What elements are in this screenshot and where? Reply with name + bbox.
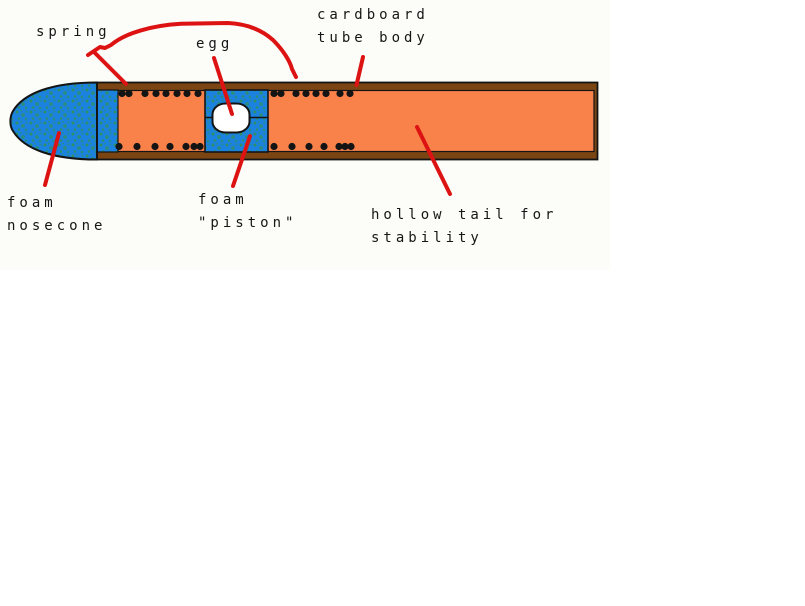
cardboard-tube-body-label: cardboard tube body [317,7,429,46]
spring-coil-dot [194,89,202,98]
spring-coil-dot [190,142,198,151]
spring-coil-dot [302,89,310,98]
tube-pointer-line [354,55,365,87]
spring-coil-dot [292,89,300,98]
tube-hollow-interior [98,89,595,153]
spring-pointer-line [92,50,128,86]
egg-shape [211,102,251,134]
spring-coil-dot [322,89,330,98]
spring-coil-dot [118,89,126,98]
spring-coil-dot [312,89,320,98]
spring-coil-dot [125,89,133,98]
nosecone-pointer-line [43,131,61,187]
spring-coil-dot [133,142,141,151]
tail-pointer-line [415,125,452,196]
rocket-diagram [9,21,599,196]
spring-coil-dot [173,89,181,98]
spring-coil-dot [305,142,313,151]
spring-brace-curve [86,21,298,79]
spring-coil-dot [346,89,354,98]
spring-coil-dot [335,142,343,151]
spring-coil-dot [182,142,190,151]
egg-label: egg [196,36,234,52]
hollow-tail-label: hollow tail for stability [371,207,558,246]
spring-coil-dot [270,89,278,98]
foam-nosecone-label: foam nosecone [7,195,107,234]
spring-dots-top [118,89,354,98]
nosecone-shoulder [95,89,119,153]
spring-coil-dot [166,142,174,151]
spring-coil-dot [336,89,344,98]
spring-coil-dot [196,142,204,151]
spring-coil-dot [115,142,123,151]
diagram-canvas: spring egg cardboard tube body foam nose… [0,0,610,270]
foam-piston-label: foam "piston" [198,192,298,231]
spring-coil-dot [183,89,191,98]
spring-coil-dot [152,89,160,98]
spring-coil-dot [141,89,149,98]
spring-dots-bottom [115,142,355,151]
spring-label: spring [36,24,111,40]
spring-coil-dot [288,142,296,151]
spring-coil-dot [151,142,159,151]
spring-coil-dot [347,142,355,151]
piston-pointer-line [231,134,252,188]
spring-coil-dot [277,89,285,98]
spring-coil-dot [341,142,349,151]
spring-coil-dot [162,89,170,98]
spring-coil-dot [320,142,328,151]
egg-pointer-line [212,56,234,116]
spring-coil-dot [270,142,278,151]
